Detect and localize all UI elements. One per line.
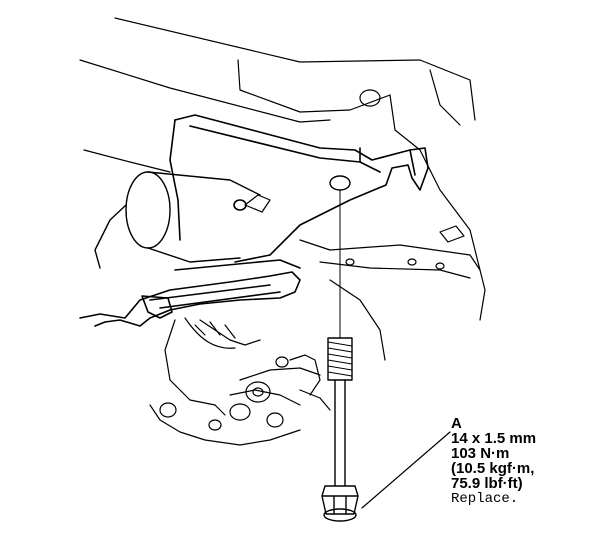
callout-torque-lbf: 75.9 lbf·ft)	[451, 475, 523, 492]
mounting-bracket	[169, 114, 429, 263]
callout-reference-letter: A	[451, 415, 462, 432]
flange-bolt	[321, 337, 359, 522]
callout-torque-kgf: (10.5 kgf·m,	[451, 460, 535, 477]
callout-bolt-size: 14 x 1.5 mm	[451, 430, 537, 447]
callout-leader-line	[361, 431, 451, 509]
callout-torque-nm: 103 N·m	[451, 445, 510, 462]
bolt-callout: A 14 x 1.5 mm 103 N·m (10.5 kgf·m, 75.9 …	[451, 416, 601, 507]
frame-sheet-metal	[79, 17, 486, 361]
knuckle-assembly	[149, 317, 331, 446]
lower-arm	[79, 259, 301, 327]
callout-replace-note: Replace.	[451, 491, 519, 507]
rubber-bushing	[94, 171, 261, 269]
